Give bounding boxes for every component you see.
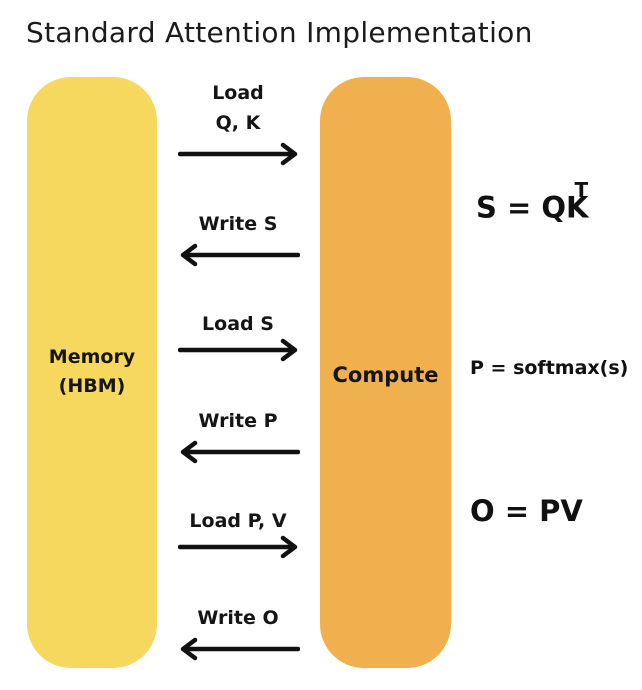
equation-s-superscript: T bbox=[574, 178, 589, 202]
memory-label-line2: (HBM) bbox=[58, 375, 126, 397]
load-s-label: Load S bbox=[202, 313, 274, 335]
left-arrow-icon bbox=[180, 440, 300, 464]
memory-label-line1: Memory bbox=[48, 346, 136, 368]
compute-label: Compute bbox=[332, 363, 439, 387]
left-arrow-icon bbox=[180, 243, 300, 267]
compute-block: Compute bbox=[320, 77, 451, 668]
diagram-title: Standard Attention Implementation bbox=[26, 16, 533, 49]
right-arrow-icon bbox=[178, 535, 298, 559]
equation-s-text: S = QK bbox=[476, 190, 589, 225]
right-arrow-icon bbox=[178, 142, 298, 166]
load-qk-label-line2: Q, K bbox=[215, 112, 261, 134]
memory-hbm-block: Memory (HBM) bbox=[27, 77, 157, 668]
load-qk-label: Load Q, K bbox=[158, 78, 318, 138]
memory-label: Memory (HBM) bbox=[27, 343, 157, 401]
load-pv-label: Load P, V bbox=[189, 510, 287, 532]
write-s-label: Write S bbox=[198, 213, 278, 235]
load-qk-label-line1: Load bbox=[212, 82, 264, 104]
right-arrow-icon bbox=[178, 338, 298, 362]
equation-p: P = softmax(s) bbox=[470, 357, 629, 379]
left-arrow-icon bbox=[180, 637, 300, 661]
equation-o: O = PV bbox=[470, 494, 583, 528]
write-o-label: Write O bbox=[197, 607, 279, 629]
write-p-label: Write P bbox=[198, 410, 278, 432]
equation-s: S = QKT bbox=[476, 178, 589, 225]
